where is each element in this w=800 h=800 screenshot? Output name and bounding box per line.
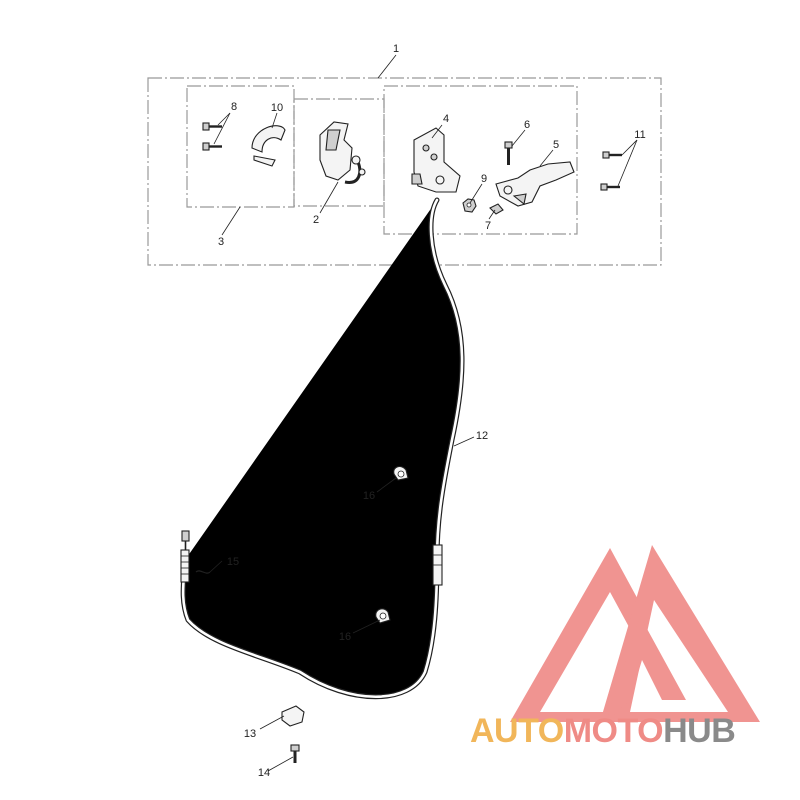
callout-9: 9 xyxy=(481,173,487,185)
pivot-bolt-6 xyxy=(504,141,513,165)
cable-clip-16-upper xyxy=(393,465,409,481)
threaded-end xyxy=(180,549,190,583)
logo-text-auto: AUTO xyxy=(470,712,564,750)
callouts: 1 2 3 4 5 6 7 8 9 10 11 12 13 14 15 16 1… xyxy=(218,43,646,779)
callout-12: 12 xyxy=(476,430,488,442)
clutch-cable xyxy=(180,200,462,697)
lever-bracket-4 xyxy=(411,127,461,193)
screw-8 xyxy=(202,122,222,151)
spring-clip-15 xyxy=(195,570,211,574)
callout-16-upper: 16 xyxy=(363,490,375,502)
leader-lines xyxy=(209,54,638,772)
callout-2: 2 xyxy=(313,214,319,226)
logo-mark xyxy=(510,545,760,722)
clutch-lever-5 xyxy=(495,161,575,207)
callout-15: 15 xyxy=(227,556,239,568)
callout-4: 4 xyxy=(443,113,449,125)
callout-14: 14 xyxy=(258,767,270,779)
clamp-half-10 xyxy=(251,125,286,167)
bolt-14 xyxy=(290,744,300,763)
logo-text-moto: MOTO xyxy=(563,712,664,750)
group-boxes xyxy=(147,77,662,266)
callout-13: 13 xyxy=(244,728,256,740)
switch-housing-2 xyxy=(319,121,366,184)
callout-11: 11 xyxy=(634,129,645,141)
cable-nipple xyxy=(181,530,190,542)
bracket-13 xyxy=(281,705,305,727)
assembly-box-3 xyxy=(186,85,295,208)
callout-3: 3 xyxy=(218,236,224,248)
callout-16-lower: 16 xyxy=(339,631,351,643)
callout-6: 6 xyxy=(524,119,530,131)
callout-10: 10 xyxy=(271,102,283,114)
watermark-logo-text: AUTOMOTOHUB xyxy=(470,712,800,762)
assembly-box-2 xyxy=(293,98,385,207)
assembly-box-1 xyxy=(147,77,662,266)
screw-11 xyxy=(600,151,622,191)
assembly-box-4 xyxy=(383,85,578,235)
parts xyxy=(195,121,622,763)
logo-text-hub: HUB xyxy=(663,712,736,750)
callout-8: 8 xyxy=(231,101,237,113)
nut-9 xyxy=(462,198,477,213)
callout-1: 1 xyxy=(393,43,399,55)
callout-5: 5 xyxy=(553,139,559,151)
cable-clip-16-lower xyxy=(375,608,391,624)
callout-7: 7 xyxy=(485,220,491,232)
clip-7 xyxy=(489,203,504,215)
